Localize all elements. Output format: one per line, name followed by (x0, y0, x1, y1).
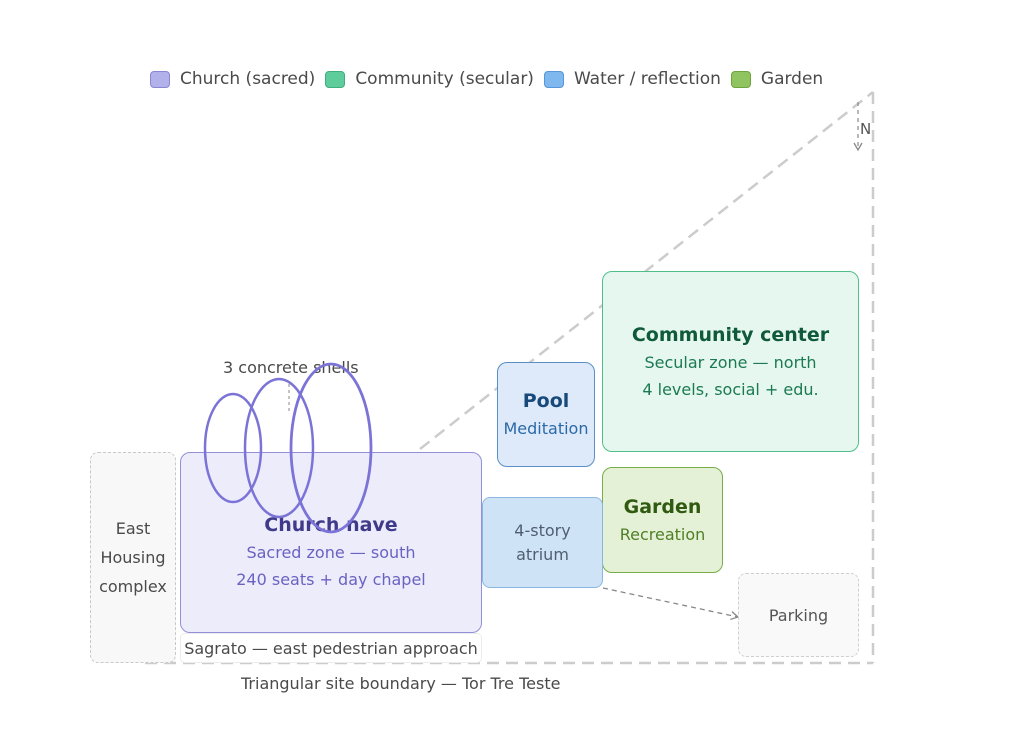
legend-water-label: Water / reflection (573, 69, 721, 89)
church-nave-block: Church nave Sacred zone — south 240 seat… (180, 452, 482, 633)
church-nave-title: Church nave (264, 513, 398, 536)
garden-subtitle: Recreation (619, 524, 706, 544)
community-center-block: Community center Secular zone — north 4 … (602, 271, 859, 452)
legend-garden: Garden (730, 69, 824, 89)
atrium-to-parking-arrow (602, 587, 740, 621)
legend-garden-swatch (730, 70, 751, 88)
housing-line-2: Housing (100, 548, 166, 567)
housing-line-1: East (115, 519, 151, 538)
housing-complex-block: East Housing complex (90, 452, 176, 663)
legend: Church (sacred) Community (secular) Wate… (150, 68, 833, 90)
legend-garden-label: Garden (760, 69, 824, 89)
church-nave-zone: Sacred zone — south (246, 542, 416, 562)
parking-block: Parking (738, 573, 859, 657)
legend-church-label: Church (sacred) (180, 69, 316, 89)
garden-title: Garden (623, 495, 702, 518)
north-label: N (860, 120, 872, 138)
legend-water: Water / reflection (543, 69, 721, 89)
atrium-line-1: 4-story (514, 520, 571, 540)
community-center-title: Community center (631, 323, 830, 346)
legend-community-swatch (325, 70, 346, 88)
pool-subtitle: Meditation (503, 419, 589, 438)
atrium-block: 4-story atrium (482, 497, 603, 588)
community-center-levels: 4 levels, social + edu. (642, 379, 819, 399)
legend-water-swatch (543, 70, 564, 88)
site-boundary-diagonal (419, 91, 874, 450)
community-center-zone: Secular zone — north (644, 352, 817, 372)
garden-block: Garden Recreation (602, 467, 723, 573)
site-boundary-label: Triangular site boundary — Tor Tre Teste (241, 674, 561, 693)
atrium-line-2: atrium (516, 544, 569, 564)
legend-community: Community (secular) (325, 69, 534, 89)
housing-line-3: complex (99, 577, 167, 596)
pool-title: Pool (522, 390, 570, 412)
parking-label: Parking (768, 605, 829, 625)
legend-church: Church (sacred) (150, 69, 315, 89)
church-nave-seats: 240 seats + day chapel (236, 569, 426, 589)
sagrato-label: Sagrato — east pedestrian approach (180, 633, 482, 663)
legend-community-label: Community (secular) (355, 69, 534, 89)
legend-church-swatch (150, 70, 170, 88)
pool-block: Pool Meditation (497, 362, 595, 467)
shells-label: 3 concrete shells (223, 358, 359, 377)
